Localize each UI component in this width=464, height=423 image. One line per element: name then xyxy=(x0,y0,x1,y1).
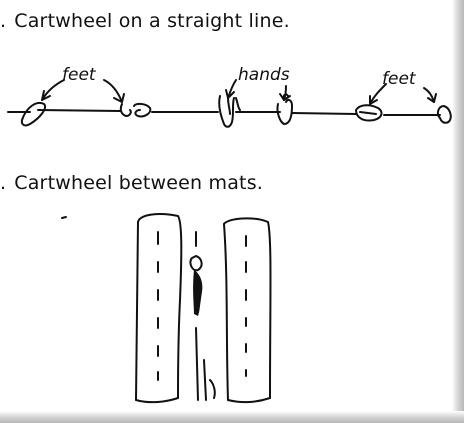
hand-print-1 xyxy=(218,95,241,128)
label-feet-right: feet xyxy=(382,69,417,89)
caption-text: Cartwheel between mats. xyxy=(14,172,264,194)
caption-between-mats: . Cartwheel between mats. xyxy=(0,172,263,194)
caption-number: . xyxy=(0,172,7,194)
floor-line xyxy=(7,109,441,116)
arrow-feet-left-1 xyxy=(41,79,65,101)
arrowhead-feet-left-2 xyxy=(113,93,125,103)
arrowhead-hands-left xyxy=(225,89,235,99)
gymnast-figure xyxy=(189,231,203,272)
label-feet-left: feet xyxy=(62,65,97,85)
arrowhead-hands-right xyxy=(279,93,291,101)
right-mat-bottom xyxy=(227,397,271,404)
foot-mark xyxy=(209,379,216,399)
caption-number: . xyxy=(0,10,7,32)
gymnast-body xyxy=(193,270,203,316)
right-mat-left-edge xyxy=(223,223,229,401)
label-hands: hands xyxy=(238,65,290,85)
arrowhead-feet-right-1 xyxy=(369,95,378,105)
stray-mark xyxy=(61,216,67,219)
arrow-feet-left-2 xyxy=(103,79,123,103)
arrow-feet-right-1 xyxy=(369,83,387,105)
frame-shadow-right xyxy=(452,0,464,423)
right-mat xyxy=(223,217,272,399)
left-foot-print xyxy=(20,102,46,127)
arrowhead-feet-left-1 xyxy=(41,90,51,101)
foot-print-2 xyxy=(119,102,152,118)
left-mat xyxy=(135,213,183,401)
foot-print-3 xyxy=(355,104,383,122)
arrowhead-feet-right-2 xyxy=(427,93,437,103)
frame-shadow-bottom xyxy=(0,411,464,423)
left-mat-bottom xyxy=(135,397,179,404)
caption-straight-line: . Cartwheel on a straight line. xyxy=(0,10,290,32)
caption-text: Cartwheel on a straight line. xyxy=(14,10,290,32)
foot-print-4 xyxy=(436,105,452,124)
